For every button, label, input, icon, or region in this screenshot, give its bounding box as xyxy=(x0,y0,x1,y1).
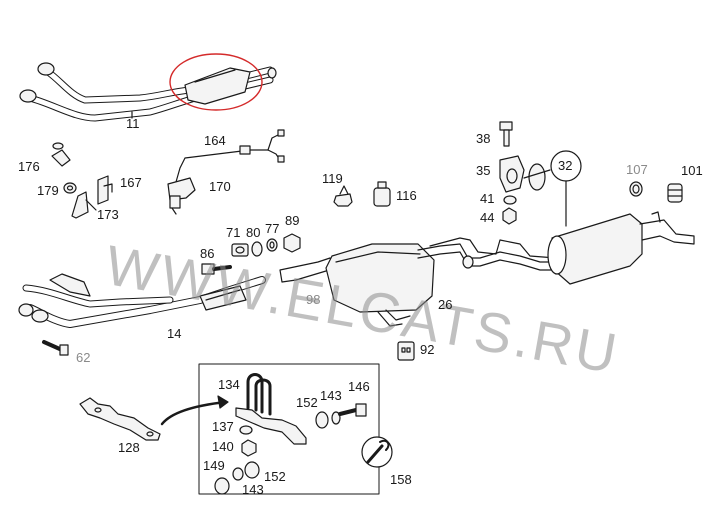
part-167-bracket[interactable] xyxy=(97,175,113,205)
label-101[interactable]: 101 xyxy=(681,163,703,178)
label-143-top[interactable]: 143 xyxy=(320,388,342,403)
label-140[interactable]: 140 xyxy=(212,439,234,454)
label-167[interactable]: 167 xyxy=(120,175,142,190)
part-143b-washer[interactable] xyxy=(232,467,244,481)
label-26[interactable]: 26 xyxy=(438,297,453,312)
part-146-bolt[interactable] xyxy=(338,403,367,417)
part-152b-bushing[interactable] xyxy=(244,461,260,479)
label-77[interactable]: 77 xyxy=(265,221,280,236)
part-rear-silencer[interactable] xyxy=(547,211,695,285)
pointer-arrowhead xyxy=(217,395,229,409)
label-179[interactable]: 179 xyxy=(37,183,59,198)
part-77-ring[interactable] xyxy=(266,238,278,252)
part-173-bracket[interactable] xyxy=(71,191,97,219)
part-89-nut[interactable] xyxy=(283,233,301,253)
part-107-ring[interactable] xyxy=(629,181,643,197)
highlight-ring xyxy=(169,53,263,111)
label-86[interactable]: 86 xyxy=(200,246,215,261)
label-116[interactable]: 116 xyxy=(396,188,417,203)
part-11-front-pipe[interactable] xyxy=(19,62,277,122)
part-143-washer[interactable] xyxy=(331,411,341,425)
part-32-mount[interactable] xyxy=(523,163,551,191)
label-128[interactable]: 128 xyxy=(118,440,140,455)
part-38-bolt[interactable] xyxy=(499,121,513,147)
label-137[interactable]: 137 xyxy=(212,419,234,434)
part-92-hanger[interactable] xyxy=(397,341,415,361)
label-44[interactable]: 44 xyxy=(480,210,495,225)
label-119[interactable]: 119 xyxy=(322,171,343,186)
label-38[interactable]: 38 xyxy=(476,131,491,146)
part-101-rubber-buffer[interactable] xyxy=(667,183,683,203)
label-134[interactable]: 134 xyxy=(218,377,240,392)
part-71-gasket[interactable] xyxy=(231,243,249,257)
label-14[interactable]: 14 xyxy=(167,326,182,341)
part-62-bolt[interactable] xyxy=(42,340,69,356)
label-62[interactable]: 62 xyxy=(76,350,91,365)
label-89[interactable]: 89 xyxy=(285,213,300,228)
label-98[interactable]: 98 xyxy=(306,292,321,307)
part-41-washer[interactable] xyxy=(503,195,517,205)
label-107[interactable]: 107 xyxy=(626,162,648,177)
part-179-washer[interactable] xyxy=(63,182,77,194)
part-176-plug[interactable] xyxy=(51,142,71,167)
part-128-bracket[interactable] xyxy=(79,397,161,441)
label-35[interactable]: 35 xyxy=(476,163,491,178)
label-176[interactable]: 176 xyxy=(18,159,40,174)
part-164-oxygen-sensor[interactable] xyxy=(167,129,285,215)
label-152-top[interactable]: 152 xyxy=(296,395,318,410)
part-14-front-pipe[interactable] xyxy=(18,273,266,328)
inset-box xyxy=(198,363,380,495)
label-41[interactable]: 41 xyxy=(480,191,495,206)
label-149[interactable]: 149 xyxy=(203,458,225,473)
label-152-bottom[interactable]: 152 xyxy=(264,469,286,484)
label-170[interactable]: 170 xyxy=(209,179,231,194)
label-80[interactable]: 80 xyxy=(246,225,261,240)
part-80-ring[interactable] xyxy=(251,241,263,257)
label-11[interactable]: 11 xyxy=(126,116,140,131)
part-140-nut[interactable] xyxy=(241,439,257,457)
inset-bracket[interactable] xyxy=(235,407,307,445)
label-71[interactable]: 71 xyxy=(226,225,241,240)
part-137-washer[interactable] xyxy=(239,425,253,435)
label-92[interactable]: 92 xyxy=(420,342,435,357)
part-152-bushing[interactable] xyxy=(315,411,329,429)
label-158[interactable]: 158 xyxy=(390,472,412,487)
wrench-icon[interactable] xyxy=(361,436,393,468)
part-119-mount[interactable] xyxy=(333,185,353,207)
part-86-bolt[interactable] xyxy=(201,263,232,275)
part-116-rubber-mount[interactable] xyxy=(373,181,391,207)
part-134-u-bolt[interactable] xyxy=(246,373,272,416)
label-146[interactable]: 146 xyxy=(348,379,370,394)
pointer-arrow xyxy=(160,400,228,426)
part-44-nut[interactable] xyxy=(502,207,517,225)
label-164[interactable]: 164 xyxy=(204,133,226,148)
part-35-clamp[interactable] xyxy=(499,155,525,193)
part-26-middle-silencer[interactable] xyxy=(279,237,557,327)
label-32[interactable]: 32 xyxy=(558,158,573,173)
label-173[interactable]: 173 xyxy=(97,207,119,222)
label-143-bottom[interactable]: 143 xyxy=(242,482,264,497)
part-149-bushing[interactable] xyxy=(214,477,230,495)
